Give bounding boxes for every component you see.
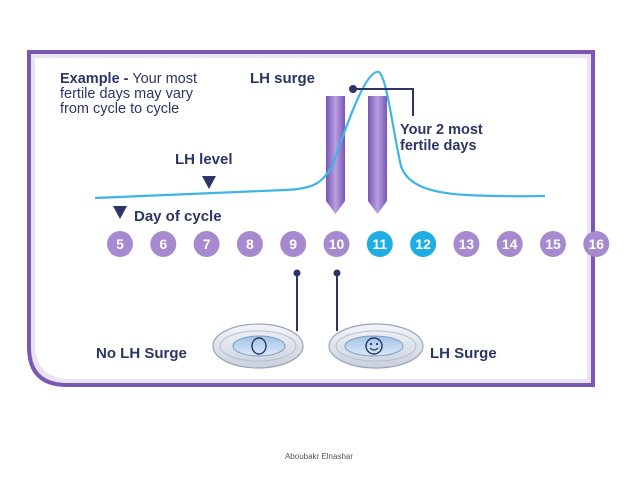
day-5-badge: 5 [107, 231, 133, 257]
diagram-frame: Example - Your most fertile days may var… [27, 50, 610, 387]
day-5-label: 5 [116, 236, 124, 252]
day-6-label: 6 [159, 236, 167, 252]
positive-test-stick [328, 323, 424, 369]
footer-credit: Aboubakr Elnashar [284, 452, 354, 461]
day-11-badge: 11 [366, 231, 393, 257]
lh-level-curve [94, 70, 546, 200]
day-5-circle [107, 231, 133, 257]
fertile-days-line1: Your 2 most [400, 122, 483, 138]
example-line3: from cycle to cycle [60, 101, 179, 117]
day-12-label: 12 [415, 236, 431, 252]
day-row: 5 6 7 8 9 10 11 12 13 14 15 16 [107, 231, 610, 257]
day-10-badge: 10 [323, 231, 350, 257]
smiley-face-icon [365, 337, 383, 355]
lh-surge-label: LH surge [250, 70, 315, 87]
lh-surge-result-label: LH Surge [430, 345, 497, 362]
day-8-circle [236, 231, 263, 257]
day-10-circle [323, 231, 350, 257]
example-bold: Example - [60, 71, 129, 87]
frame-content-area [35, 58, 587, 379]
day-7-label: 7 [203, 236, 211, 252]
day-14-badge: 14 [496, 231, 523, 257]
day-8-label: 8 [246, 236, 254, 252]
lh-level-arrow-icon [202, 176, 216, 189]
fertile-day-12-bar [368, 96, 387, 214]
day-12-circle [410, 231, 437, 257]
day-13-circle [453, 231, 480, 257]
day-8-badge: 8 [236, 231, 263, 257]
day-6-circle [150, 231, 177, 257]
fertile-days-label: Your 2 most fertile days [400, 122, 487, 154]
negative-test-window [232, 335, 286, 357]
day-12-badge: 12 [410, 231, 437, 257]
day-10-label: 10 [329, 236, 345, 252]
circle-symbol-icon [251, 337, 267, 355]
day-16-circle [583, 231, 610, 257]
day-7-badge: 7 [193, 231, 220, 257]
fertile-days-line2: fertile days [400, 138, 477, 154]
day-16-label: 16 [589, 236, 605, 252]
day-9-badge: 9 [280, 231, 307, 257]
fertile-days-connector [353, 88, 414, 116]
no-lh-surge-label: No LH Surge [96, 345, 187, 362]
day-14-circle [496, 231, 523, 257]
day-9-circle [280, 231, 307, 257]
day-of-cycle-label: Day of cycle [134, 208, 222, 225]
day-6-badge: 6 [150, 231, 177, 257]
day-15-label: 15 [545, 236, 561, 252]
day-14-label: 14 [502, 236, 518, 252]
day-13-badge: 13 [453, 231, 480, 257]
positive-test-window [344, 335, 404, 357]
diagram-svg: Example - Your most fertile days may var… [27, 50, 610, 387]
day-of-cycle-arrow-icon [113, 206, 127, 219]
example-caption: Example - Your most fertile days may var… [60, 71, 201, 117]
day-11-circle [366, 231, 393, 257]
day-15-circle [540, 231, 566, 257]
day-7-circle [193, 231, 220, 257]
day-11-label: 11 [372, 236, 387, 252]
day-9-label: 9 [289, 236, 297, 252]
example-line2: fertile days may vary [60, 86, 194, 102]
day-13-label: 13 [459, 236, 475, 252]
day-16-badge: 16 [583, 231, 610, 257]
example-line1: Your most [129, 71, 198, 87]
lh-level-label: LH level [175, 151, 233, 168]
day-15-badge: 15 [540, 231, 566, 257]
negative-test-stick [212, 323, 304, 369]
